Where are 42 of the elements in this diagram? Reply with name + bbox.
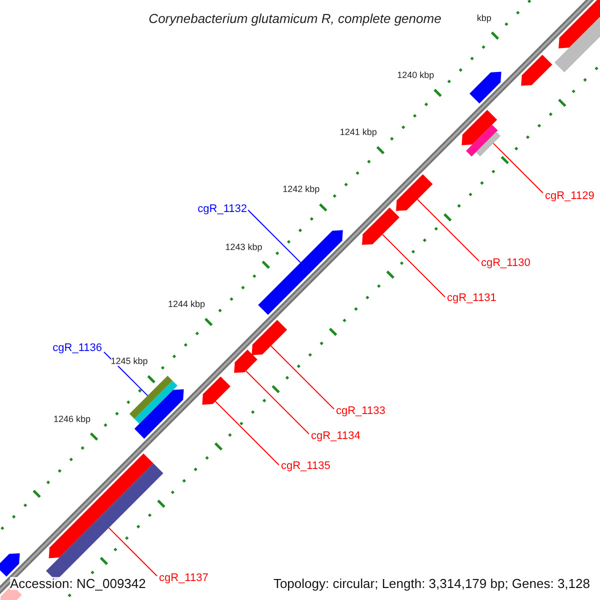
gene-label: cgR_1131: [447, 293, 496, 304]
scale-label: 1243 kbp: [225, 242, 262, 252]
gene-label: cgR_1137: [159, 573, 208, 584]
gene-label: cgR_1130: [481, 258, 530, 270]
scale-label: 1246 kbp: [53, 414, 90, 424]
leader-line: [214, 400, 280, 466]
accession-text: Accession: NC_009342: [10, 576, 146, 590]
gene-feature: [470, 72, 502, 104]
gene-feature: [0, 553, 20, 577]
gene-feature: [252, 320, 288, 356]
leader-line: [416, 198, 480, 262]
gene-feature: [466, 124, 498, 156]
gene-feature: [234, 350, 258, 373]
scale-label: 1242 kbp: [282, 185, 320, 194]
scale-label: kbp: [476, 14, 492, 23]
leader-line: [245, 370, 310, 434]
gene-feature: [134, 389, 184, 439]
leader-line: [248, 210, 302, 264]
leader-line: [492, 142, 544, 194]
gene-label: cgR_1135: [281, 461, 330, 472]
gene-feature: [202, 376, 230, 405]
gene-label: cgR_1136: [52, 343, 102, 354]
leader-line: [108, 527, 158, 576]
gene-feature: [476, 132, 501, 156]
scale-label: 1245 kbp: [110, 357, 148, 366]
leader-line: [382, 234, 446, 298]
gene-feature: [396, 174, 433, 211]
diagram-title: Corynebacterium glutamicum R, complete genome: [148, 12, 442, 25]
gene-feature: [362, 208, 400, 245]
gene-feature: [48, 454, 154, 558]
gene-feature: [462, 110, 498, 146]
genome-info-text: Topology: circular; Length: 3,314,179 bp; Genes: 3,128: [273, 576, 590, 590]
scale-label: 1240 kbp: [397, 70, 434, 80]
gene-label: cgR_1134: [311, 431, 360, 442]
gene-label: cgR_1133: [336, 406, 386, 418]
scale-label: 1244 kbp: [168, 300, 206, 309]
gene-feature: [521, 54, 552, 86]
gene-label: cgR_1132: [198, 204, 247, 216]
gene-label: cgR_1129: [545, 191, 594, 202]
scale-label: 1241 kbp: [340, 128, 377, 138]
leader-line: [270, 345, 334, 410]
gene-feature: [558, 0, 600, 48]
